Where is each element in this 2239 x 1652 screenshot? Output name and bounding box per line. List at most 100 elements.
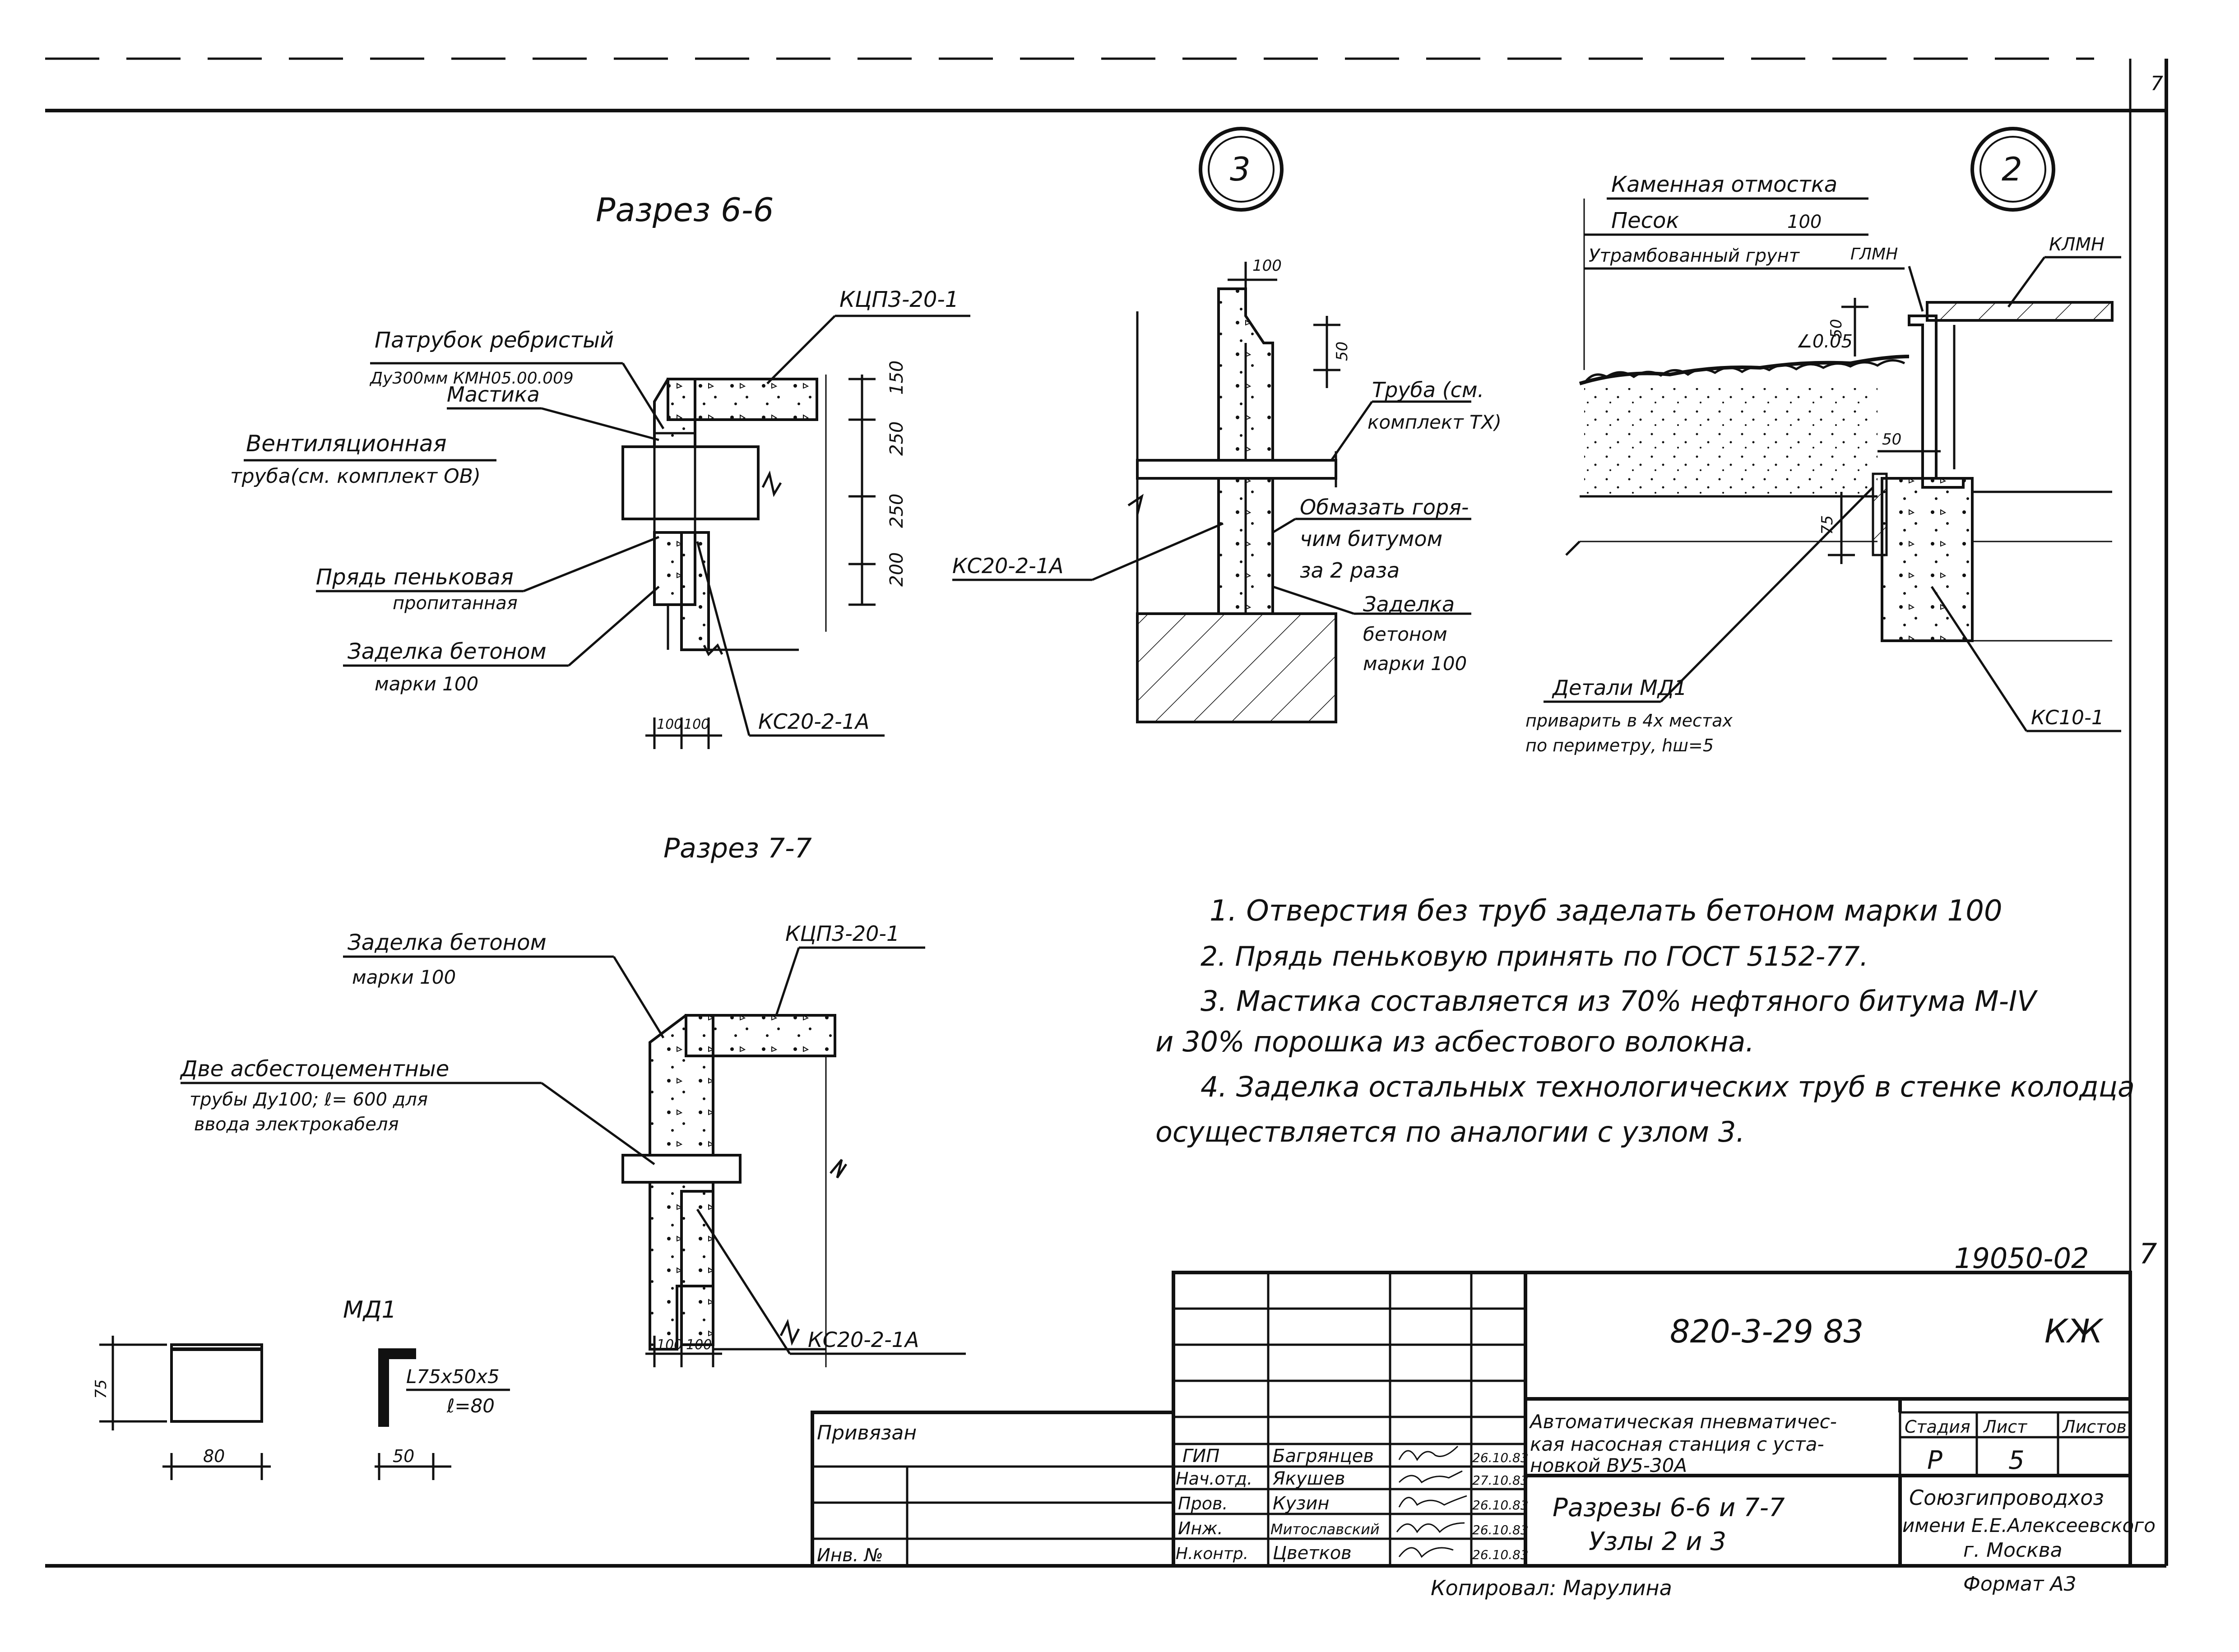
project-title-1: Автоматическая пневматичес- [1529, 1411, 1837, 1433]
section-7-7-title: Разрез 7-7 [663, 833, 812, 864]
node3-base [1136, 612, 1337, 723]
sheet-value: 5 [2008, 1446, 2025, 1475]
date-1: 26.10.83 [1472, 1450, 1529, 1465]
date-2: 27.10.83 [1472, 1473, 1529, 1488]
node3-dim-50: 50 [1333, 342, 1351, 361]
wall-lower-77 [680, 1190, 714, 1346]
signature-1 [1398, 1445, 1459, 1461]
dim-250-a: 250 [886, 421, 907, 456]
dim-150: 150 [886, 361, 907, 395]
sheet-format: Формат А3 [1963, 1573, 2077, 1596]
node-3-circle [1199, 127, 1284, 212]
role-nach: Нач.отд. [1176, 1469, 1252, 1489]
signature-5 [1398, 1547, 1454, 1558]
role-gip: ГИП [1182, 1446, 1219, 1467]
label-77-dve-2: трубы Ду100; ℓ= 600 для [190, 1089, 428, 1110]
note-4: 4. Заделка остальных технологических тру… [1201, 1070, 2135, 1103]
vent-pipe [621, 445, 760, 520]
node3-label-obmazat-3: за 2 раза [1300, 558, 1400, 583]
role-prov: Пров. [1178, 1494, 1228, 1513]
signature-3 [1398, 1495, 1467, 1508]
dim-77-w100-b: 100 [686, 1337, 712, 1353]
label-77-zadelka-2: марки 100 [352, 966, 456, 988]
md1-dim-75: 75 [92, 1379, 110, 1399]
md1-dim-80: 80 [203, 1446, 225, 1466]
node2-md1 [1872, 472, 1888, 556]
node2-label-detali-3: по периметру, hш=5 [1525, 736, 1714, 755]
archive-number: 19050-02 [1954, 1242, 2089, 1275]
dim-w100-b: 100 [684, 717, 709, 732]
project-title-2: кая насосная станция с уста- [1530, 1433, 1824, 1455]
label-zadelka-66-2: марки 100 [375, 673, 478, 695]
signature-2 [1398, 1470, 1463, 1484]
node3-label-ks: КС20-2-1А [952, 554, 1064, 578]
label-77-dve-3: ввода электрокабеля [194, 1114, 399, 1135]
name-4: Митославский [1270, 1521, 1380, 1538]
dim-77-w100-a: 100 [657, 1337, 682, 1353]
node3-dim-100: 100 [1252, 257, 1282, 275]
title-block: 19050-02 7 Привязан Инв. № [811, 1237, 2157, 1600]
note-4-cont: осуществляется по аналогии с узлом 3. [1155, 1115, 1745, 1148]
name-1: Багрянцев [1273, 1446, 1374, 1467]
node-2-number: 2 [2002, 150, 2022, 188]
project-title-3: новкой ВУ5-30А [1530, 1454, 1687, 1476]
name-5: Цветков [1273, 1543, 1352, 1564]
node2-dim-50-b: 50 [1882, 430, 1901, 449]
node2-ring [1881, 477, 1974, 642]
date-4: 26.10.83 [1472, 1522, 1529, 1537]
stamp-inv: Инв. № [817, 1545, 883, 1566]
md1-angle [378, 1348, 416, 1427]
header-sheets: Листов [2062, 1417, 2127, 1437]
org-3: г. Москва [1963, 1539, 2063, 1562]
drawing-title-1: Разрезы 6-6 и 7-7 [1553, 1493, 1785, 1522]
node2-label-glmn: ГЛМН [1850, 245, 1898, 264]
md1-length-label: ℓ=80 [446, 1395, 495, 1417]
sheet-number-top: 7 [2151, 72, 2163, 95]
node2-cover [1926, 301, 2114, 322]
section-6-6-title: Разрез 6-6 [596, 191, 774, 229]
node2-label-pesok: Песок [1611, 208, 1679, 233]
node2-label-klmn: КЛМН [2049, 234, 2105, 255]
node2-label-detali-2: приварить в 4х местах [1525, 711, 1733, 731]
node3-label-truba-2: комплект ТХ) [1368, 411, 1502, 433]
node3-label-zadelka-2: бетоном [1363, 623, 1447, 645]
md1-dim-50: 50 [393, 1446, 414, 1466]
general-notes: 1. Отверстия без труб заделать бетоном м… [1155, 894, 2135, 1148]
node3-label-obmazat-1: Обмазать горя- [1300, 495, 1469, 519]
md1-plate [170, 1343, 263, 1423]
label-77-dve-1: Две асбестоцементные [180, 1056, 449, 1082]
section-6-6: Разрез 6-6 150 250 250 200 100 100 [230, 191, 970, 749]
archive-sheet: 7 [2139, 1237, 2157, 1270]
note-2: 2. Прядь пеньковую принять по ГОСТ 5152-… [1201, 941, 1868, 972]
node3-label-truba-1: Труба (см. [1372, 378, 1484, 402]
date-3: 26.10.83 [1472, 1498, 1529, 1513]
node2-dim-50-a: 50 [1827, 319, 1845, 338]
header-stage: Стадия [1905, 1417, 1970, 1437]
label-vent-2: труба(см. комплект ОВ) [230, 465, 481, 488]
node2-label-ks10: КС10-1 [2031, 706, 2104, 729]
role-inzh: Инж. [1178, 1518, 1223, 1538]
md1-title: МД1 [343, 1296, 397, 1323]
note-3-cont: и 30% порошка из асбестового волокна. [1155, 1025, 1754, 1058]
md1-detail: МД1 75 80 50 L75х50х5 ℓ=80 [92, 1296, 510, 1480]
date-5: 26.10.83 [1472, 1547, 1529, 1562]
node2-label-pesok-val: 100 [1787, 212, 1822, 232]
label-pryad-2: пропитанная [393, 593, 518, 614]
label-mastika: Мастика [447, 382, 540, 407]
label-zadelka-66-1: Заделка бетоном [348, 639, 547, 664]
node2-label-slope: ∠0.05 [1796, 331, 1853, 352]
label-pryad-1: Прядь пеньковая [316, 565, 514, 590]
label-patrubok-2: Ду300мм КМН05.00.009 [369, 369, 574, 388]
node3-pipe [1136, 459, 1337, 480]
label-ks-66: КС20-2-1А [758, 709, 870, 734]
label-vent-1: Вентиляционная [246, 430, 447, 457]
label-77-ks: КС20-2-1А [808, 1328, 919, 1352]
md1-angle-label: L75х50х5 [406, 1365, 500, 1388]
node-2-circle [1970, 127, 2055, 212]
node-3: 3 100 50 Труба (см. комплект ТХ) Обмазат… [952, 127, 1502, 723]
drawing-title-2: Узлы 2 и 3 [1589, 1527, 1726, 1556]
node3-label-zadelka-1: Заделка [1363, 592, 1455, 616]
stamp-privyazan: Привязан [817, 1421, 917, 1444]
node2-sand [1584, 388, 1877, 496]
